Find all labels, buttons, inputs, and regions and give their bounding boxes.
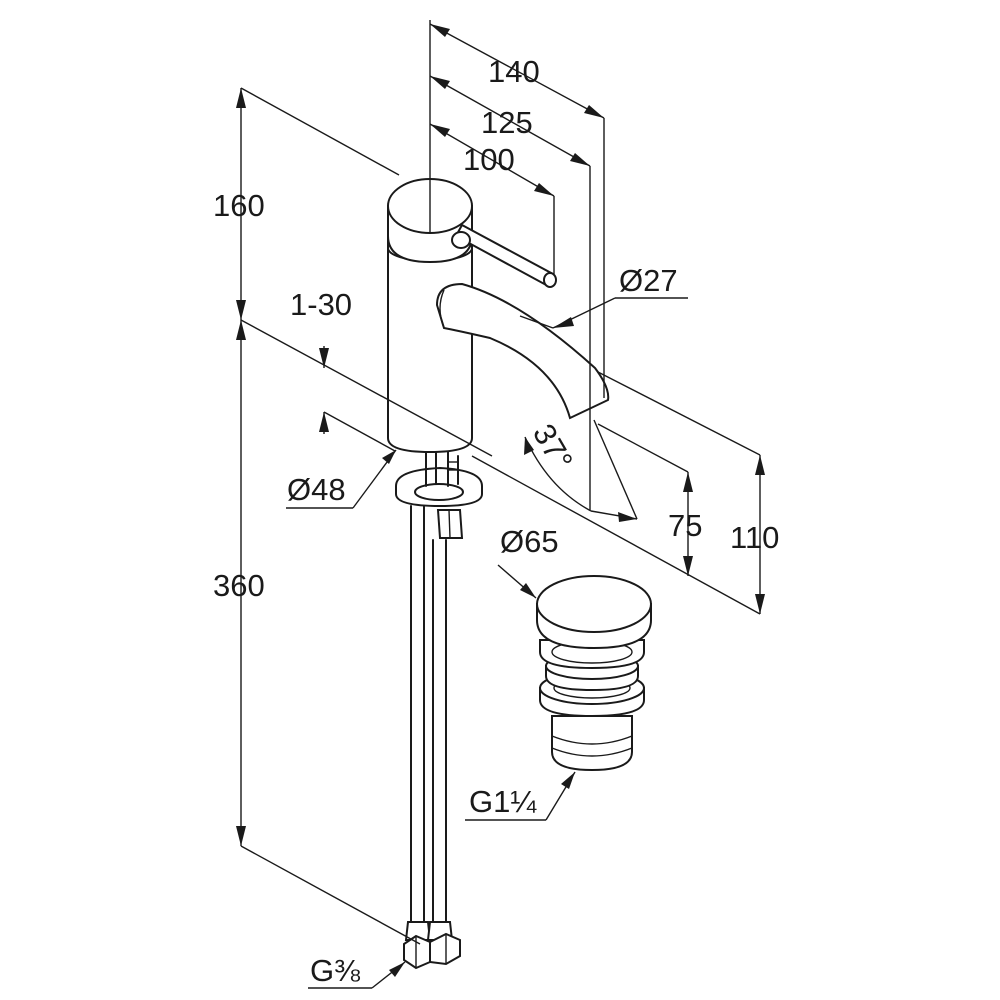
- label-100: 100: [463, 142, 515, 177]
- label-125: 125: [481, 105, 533, 140]
- label-drain-thread: G1¼: [469, 784, 537, 819]
- dim-drain-diameter-leader: [497, 564, 537, 599]
- dim-spout-angle: [524, 419, 638, 522]
- label-160: 160: [213, 188, 265, 223]
- popup-drain: [536, 575, 652, 772]
- label-angle: 37°: [526, 418, 580, 476]
- dim-hose-thread-leader: [308, 961, 406, 989]
- dim-top-widths: [429, 20, 605, 510]
- dim-right-heights: [471, 371, 765, 615]
- mounting-bracket: [395, 466, 483, 539]
- label-140: 140: [488, 54, 540, 89]
- spout: [435, 282, 610, 420]
- dim-left-heights: [236, 87, 493, 945]
- faucet-body: [387, 234, 473, 454]
- dim-drain-thread-leader: [465, 771, 576, 821]
- label-body-diameter: Ø48: [287, 472, 346, 507]
- mounting-stud: [425, 451, 459, 487]
- hose-connectors: [403, 921, 461, 970]
- dim-deck-thickness: [319, 346, 396, 452]
- label-360: 360: [213, 568, 265, 603]
- label-hose-thread: G⅜: [310, 953, 360, 988]
- label-75: 75: [668, 508, 702, 543]
- dim-body-diameter-leader: [286, 449, 397, 509]
- lever-handle: [451, 223, 557, 288]
- supply-hoses: [410, 505, 447, 923]
- label-spout-diameter: Ø27: [619, 263, 678, 298]
- label-drain-diameter: Ø65: [500, 524, 559, 559]
- label-110: 110: [730, 520, 779, 555]
- dim-spout-diameter-leader: [552, 297, 688, 329]
- label-1-30: 1-30: [290, 287, 352, 322]
